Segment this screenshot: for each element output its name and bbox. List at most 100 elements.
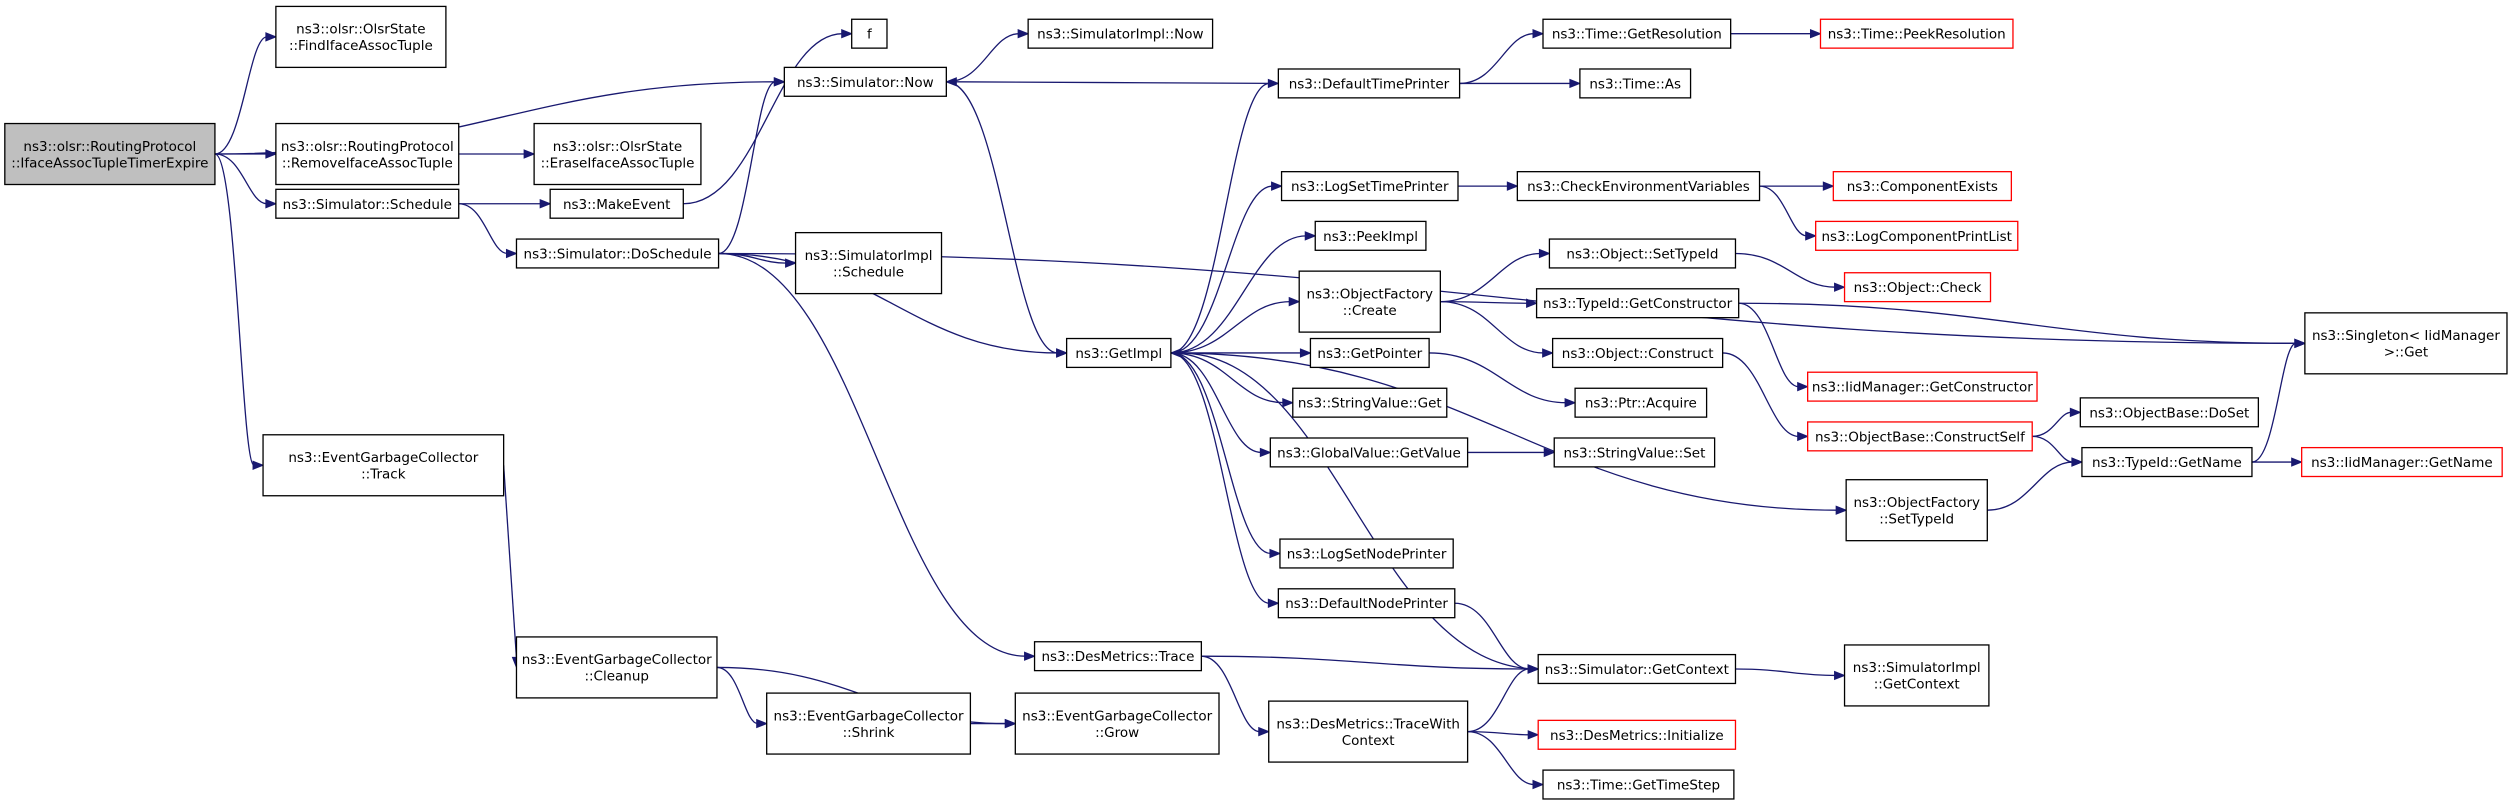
edge-doSchedule-to-desTrace — [718, 252, 1036, 661]
edge-schedule-to-doSchedule — [458, 203, 518, 259]
node-timeGetTimeStep[interactable]: ns3::Time::GetTimeStep — [1542, 769, 1735, 800]
node-label: ns3::olsr::RoutingProtocol — [23, 139, 196, 155]
node-objCheck[interactable]: ns3::Object::Check — [1843, 272, 1992, 303]
node-ptrAcquire[interactable]: ns3::Ptr::Acquire — [1574, 387, 1708, 418]
node-box — [2081, 446, 2253, 478]
edge-objFactSetTypeId-to-typeIdGetName — [1987, 457, 2084, 511]
node-box — [1014, 692, 1220, 755]
node-objBaseDoSet[interactable]: ns3::ObjectBase::DoSet — [2079, 397, 2260, 428]
node-label: ns3::GlobalValue::GetValue — [1277, 445, 1461, 461]
node-label: ::Grow — [1095, 725, 1139, 741]
node-desInit[interactable]: ns3::DesMetrics::Initialize — [1537, 719, 1737, 750]
node-timePeekRes[interactable]: ns3::Time::PeekResolution — [1819, 18, 2014, 49]
node-box — [851, 18, 888, 49]
arrowhead — [1805, 231, 1818, 241]
node-egcShrink[interactable]: ns3::EventGarbageCollector::Shrink — [766, 692, 972, 755]
node-findIface[interactable]: ns3::olsr::OlsrState::FindIfaceAssocTupl… — [275, 5, 447, 69]
arrowhead — [2291, 457, 2304, 467]
arrowhead — [1169, 348, 1182, 358]
node-stringValueSet[interactable]: ns3::StringValue::Set — [1553, 437, 1716, 468]
arrowhead — [265, 199, 278, 209]
node-simImplNow[interactable]: ns3::SimulatorImpl::Now — [1027, 18, 1214, 49]
node-timeAs[interactable]: ns3::Time::As — [1579, 68, 1692, 99]
node-simGetContext[interactable]: ns3::Simulator::GetContext — [1537, 653, 1737, 685]
call-nodes: ns3::olsr::RoutingProtocol::IfaceAssocTu… — [4, 5, 2508, 800]
node-box — [794, 231, 943, 295]
edge-getImpl-to-stringValueGet — [1170, 352, 1295, 408]
node-defaultTimePrinter[interactable]: ns3::DefaultTimePrinter — [1277, 68, 1461, 99]
node-egcGrow[interactable]: ns3::EventGarbageCollector::Grow — [1014, 692, 1220, 755]
node-objConstruct[interactable]: ns3::Object::Construct — [1551, 337, 1724, 369]
node-objFactSetTypeId[interactable]: ns3::ObjectFactory::SetTypeId — [1845, 479, 1988, 542]
node-schedule[interactable]: ns3::Simulator::Schedule — [275, 188, 460, 219]
node-logCompPrint[interactable]: ns3::LogComponentPrintList — [1815, 220, 2019, 251]
node-getImpl[interactable]: ns3::GetImpl — [1065, 337, 1172, 369]
arrowhead — [1024, 651, 1036, 661]
node-box — [1551, 337, 1724, 369]
node-iidGetCtor[interactable]: ns3::IidManager::GetConstructor — [1807, 371, 2038, 402]
node-objSetTypeId[interactable]: ns3::Object::SetTypeId — [1548, 238, 1737, 269]
node-box — [1819, 18, 2014, 49]
edge-desTrace-to-desTraceWith — [1201, 655, 1271, 737]
node-label: ns3::Simulator::DoSchedule — [524, 246, 712, 262]
node-typeIdGetName[interactable]: ns3::TypeId::GetName — [2081, 446, 2253, 478]
edge-getImpl-to-globalValueGetValue — [1170, 352, 1272, 458]
arrowhead — [1526, 298, 1538, 308]
arrowhead — [1282, 397, 1295, 408]
edge-defaultTimePrinter-to-timeAs — [1459, 78, 1582, 89]
node-label: ns3::olsr::RoutingProtocol — [281, 139, 454, 155]
node-stringValueGet[interactable]: ns3::StringValue::Get — [1292, 387, 1448, 418]
node-simImplSchedule[interactable]: ns3::SimulatorImpl::Schedule — [794, 231, 943, 295]
node-globalValueGetValue[interactable]: ns3::GlobalValue::GetValue — [1269, 437, 1469, 468]
edge-desTraceWith-to-timeGetTimeStep — [1467, 730, 1545, 790]
node-label: ::IfaceAssocTupleTimerExpire — [11, 155, 208, 171]
node-root[interactable]: ns3::olsr::RoutingProtocol::IfaceAssocTu… — [4, 122, 216, 186]
node-egcCleanup[interactable]: ns3::EventGarbageCollector::Cleanup — [515, 636, 718, 699]
node-label: ::EraseIfaceAssocTuple — [541, 155, 695, 171]
node-checkEnv[interactable]: ns3::CheckEnvironmentVariables — [1516, 171, 1761, 202]
node-eraseIface[interactable]: ns3::olsr::OlsrState::EraseIfaceAssocTup… — [533, 122, 702, 186]
node-simNow[interactable]: ns3::Simulator::Now — [783, 66, 947, 97]
node-typeIdGetCtor[interactable]: ns3::TypeId::GetConstructor — [1535, 288, 1740, 319]
arrowhead — [1258, 726, 1271, 737]
node-timeGetRes[interactable]: ns3::Time::GetResolution — [1542, 18, 1732, 49]
node-label: ns3::LogComponentPrintList — [1822, 229, 2012, 245]
node-simImplGetContext[interactable]: ns3::SimulatorImpl::GetContext — [1843, 644, 1990, 707]
edge-root-to-removeIface — [214, 149, 278, 159]
arrowhead — [1299, 348, 1312, 358]
node-singletonGet[interactable]: ns3::Singleton< IidManager >::Get — [2304, 312, 2508, 375]
edge-typeIdGetName-to-iidGetName — [2251, 457, 2304, 467]
node-label: ns3::Time::As — [1589, 76, 1681, 92]
node-box — [1314, 220, 1427, 251]
node-box — [1579, 68, 1692, 99]
node-objBaseConstructSelf[interactable]: ns3::ObjectBase::ConstructSelf — [1807, 421, 2033, 452]
node-desTrace[interactable]: ns3::DesMetrics::Trace — [1033, 641, 1203, 672]
node-egcTrack[interactable]: ns3::EventGarbageCollector::Track — [262, 434, 505, 497]
arrowhead — [505, 248, 518, 259]
node-getPointer[interactable]: ns3::GetPointer — [1309, 337, 1430, 369]
node-iidGetName[interactable]: ns3::IidManager::GetName — [2301, 446, 2503, 478]
arrowhead — [1797, 431, 1810, 442]
node-defaultNodePrinter[interactable]: ns3::DefaultNodePrinter — [1277, 588, 1456, 619]
node-removeIface[interactable]: ns3::olsr::RoutingProtocol::RemoveIfaceA… — [275, 122, 460, 186]
node-logSetTimePrinter[interactable]: ns3::LogSetTimePrinter — [1280, 171, 1459, 202]
arrowhead — [1564, 397, 1577, 408]
edge-objSetTypeId-to-objCheck — [1735, 252, 1846, 292]
node-peekImpl[interactable]: ns3::PeekImpl — [1314, 220, 1427, 251]
arrowhead — [1834, 282, 1846, 292]
node-label: ::RemoveIfaceAssocTuple — [282, 155, 453, 171]
arrowhead — [944, 77, 957, 87]
node-doSchedule[interactable]: ns3::Simulator::DoSchedule — [515, 238, 720, 269]
node-objFactCreate[interactable]: ns3::ObjectFactory::Create — [1298, 270, 1442, 333]
node-logSetNodePrinter[interactable]: ns3::LogSetNodePrinter — [1279, 538, 1454, 569]
node-label: ns3::MakeEvent — [563, 197, 671, 213]
node-compExists[interactable]: ns3::ComponentExists — [1832, 171, 2013, 202]
arrowhead — [265, 149, 278, 159]
edge-doSchedule-to-simNow — [718, 77, 786, 255]
edge-logSetTimePrinter-to-checkEnv — [1457, 181, 1519, 191]
node-label: ns3::Simulator::Now — [797, 75, 934, 91]
node-makeEvent[interactable]: ns3::MakeEvent — [549, 188, 684, 219]
node-f[interactable]: f — [851, 18, 888, 49]
node-label: ns3::Object::Construct — [1562, 346, 1714, 362]
